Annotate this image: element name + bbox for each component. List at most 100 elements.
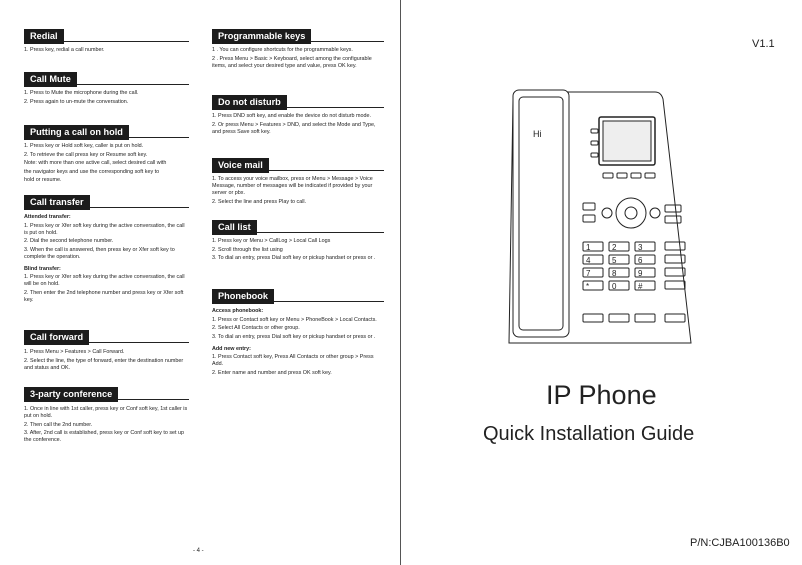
keypad-key-label: 8 (612, 269, 617, 278)
text-line: Note: with more than one active call, se… (24, 160, 167, 166)
section-conference: 3-party conference 1. Once in line with … (24, 384, 189, 444)
text-line: 2. To retrieve the call press key or Res… (24, 151, 148, 158)
section-title: Redial (24, 29, 64, 44)
text-line: 1. Press Menu > Features > Call Forward. (24, 349, 125, 355)
keypad-key-label: # (638, 282, 643, 291)
text-line: 1. Once in line with 1st caller, press k… (24, 406, 188, 419)
text-line: 1. Press DND soft key, and enable the de… (212, 113, 372, 119)
subheading: Attended transfer: (24, 214, 71, 220)
keypad-key-label: 2 (612, 243, 617, 252)
text-line: hold or resume. (24, 177, 62, 183)
svg-text:Hi: Hi (533, 129, 542, 139)
section-title: Call transfer (24, 195, 90, 210)
text-line: 1. Press key, redial a call number. (24, 47, 105, 53)
text-line: 2. Scroll through the list using (212, 246, 283, 253)
text-line: 2. Then call the 2nd number. (24, 421, 93, 428)
page-fold-line (400, 0, 401, 565)
section-call-forward: Call forward 1. Press Menu > Features > … (24, 327, 189, 372)
document-subtitle: Quick Installation Guide (483, 423, 695, 445)
section-title: Putting a call on hold (24, 125, 129, 140)
section-redial: Redial 1. Press key, redial a call numbe… (24, 26, 189, 54)
text-line: 2. Select All Contacts or other group. (212, 325, 300, 331)
subheading: Access phonebook: (212, 308, 264, 314)
section-header: Do not disturb (212, 92, 384, 110)
keypad-key (582, 254, 604, 265)
section-title: Programmable keys (212, 29, 312, 44)
ip-phone-illustration: Hi (508, 89, 692, 344)
section-header: Call Mute (24, 69, 189, 87)
text-line: 2. Then enter the 2nd telephone number a… (24, 289, 184, 303)
keypad-key-label: 7 (586, 269, 591, 278)
text-line: 3. To dial an entry, press Dial soft key… (212, 255, 376, 261)
keypad-key (634, 267, 656, 278)
text-line: 3. To dial an entry, press Dial soft key… (212, 333, 376, 340)
keypad-key (634, 241, 656, 252)
section-header: 3-party conference (24, 384, 189, 402)
section-do-not-disturb: Do not disturb 1. Press DND soft key, an… (212, 92, 384, 136)
section-call-mute: Call Mute 1. Press to Mute the microphon… (24, 69, 189, 106)
section-title: 3-party conference (24, 387, 119, 402)
section-header: Voice mail (212, 155, 384, 173)
keypad-key (582, 241, 604, 252)
keypad-key (634, 280, 656, 291)
keypad-key (608, 241, 630, 252)
text-line: 3. When the call is answered, then press… (24, 246, 175, 260)
text-line: 2. Select the line, the type of forward,… (24, 357, 184, 371)
text-line: 2 . Press Menu > Basic > Keyboard, selec… (212, 55, 372, 69)
text-line: 1 . You can configure shortcuts for the … (212, 47, 353, 53)
keypad-key (608, 267, 630, 278)
subheading: Blind transfer: (24, 265, 61, 272)
section-title: Voice mail (212, 158, 269, 173)
keypad-key-label: 1 (586, 243, 591, 252)
keypad-key (608, 254, 630, 265)
section-header: Call transfer (24, 192, 189, 210)
section-header: Programmable keys (212, 26, 384, 44)
section-title: Phonebook (212, 289, 275, 304)
keypad-key (608, 280, 630, 291)
text-line: 1. Press key or Xfer soft key during the… (24, 274, 185, 287)
text-line: 1. Press or Contact soft key or Menu > P… (212, 316, 377, 323)
section-title: Call Mute (24, 72, 77, 87)
version-label: V1.1 (752, 38, 775, 50)
page-number: - 4 - (193, 548, 204, 554)
section-title: Do not disturb (212, 95, 287, 110)
section-header: Redial (24, 26, 189, 44)
text-line: 1. Press to Mute the microphone during t… (24, 90, 139, 96)
text-line: 1. Press key or Xfer soft key during the… (24, 222, 185, 236)
text-line: 2. Select the line and press Play to cal… (212, 198, 307, 205)
keypad-key-label: 4 (586, 256, 591, 265)
section-voice-mail: Voice mail 1. To access your voice mailb… (212, 155, 384, 206)
section-header: Call forward (24, 327, 189, 345)
text-line: 2. Enter name and number and press OK so… (212, 369, 332, 376)
section-title: Call list (212, 220, 257, 235)
section-putting-on-hold: Putting a call on hold 1. Press key or H… (24, 122, 189, 184)
keypad-key-label: 6 (638, 256, 643, 265)
section-header: Putting a call on hold (24, 122, 189, 140)
part-number: P/N:CJBA100136B0 (690, 537, 790, 549)
text-line: 2. Press again to un-mute the conversati… (24, 98, 129, 105)
keypad-key-label: 5 (612, 256, 617, 265)
keypad-key (582, 267, 604, 278)
text-line: 1. Press Contact soft key, Press All Con… (212, 354, 374, 367)
text-line: 1. To access your voice mailbox, press o… (212, 176, 373, 196)
text-line: 2. Or press Menu > Features > DND, and s… (212, 121, 376, 135)
keypad-key-label: 0 (612, 282, 617, 291)
section-title: Call forward (24, 330, 90, 345)
subheading: Add new entry: (212, 345, 251, 352)
document-title: IP Phone (546, 380, 657, 410)
text-line: 1. Press key or Menu > CallLog > Local C… (212, 238, 331, 244)
text-line: 3. After, 2nd call is established, press… (24, 430, 185, 443)
keypad-key (634, 254, 656, 265)
keypad-key (582, 280, 604, 291)
section-call-list: Call list 1. Press key or Menu > CallLog… (212, 217, 384, 262)
section-header: Call list (212, 217, 384, 235)
section-header: Phonebook (212, 286, 384, 304)
section-phonebook: Phonebook Access phonebook: 1. Press or … (212, 286, 384, 377)
keypad-key-label: * (586, 282, 589, 291)
section-programmable-keys: Programmable keys 1 . You can configure … (212, 26, 384, 70)
section-call-transfer: Call transfer Attended transfer: 1. Pres… (24, 192, 189, 304)
text-line: 1. Press key or Hold soft key, caller is… (24, 143, 144, 149)
keypad-key-label: 3 (638, 243, 643, 252)
